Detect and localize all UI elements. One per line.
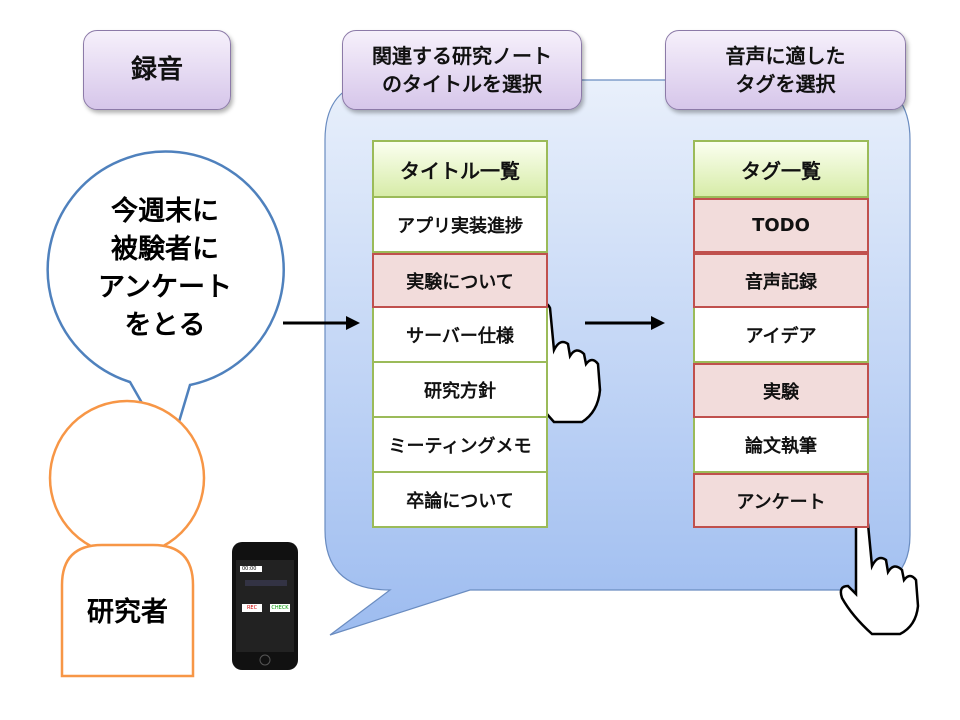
tag-list-header: タグ一覧 <box>693 140 869 198</box>
person-label: 研究者 <box>87 597 168 628</box>
pointing-hand-icon <box>839 517 920 636</box>
arrow-icon <box>283 316 360 330</box>
list-item[interactable]: ミーティングメモ <box>372 418 548 473</box>
tag-list: タグ一覧 TODO 音声記録 アイデア 実験 論文執筆 アンケート <box>693 140 869 528</box>
speech-text: 今週末に 被験者に アンケート をとる <box>98 196 232 341</box>
list-item[interactable]: アプリ実装進捗 <box>372 198 548 253</box>
title-list-header: タイトル一覧 <box>372 140 548 198</box>
phone-rec-button: REC <box>246 605 258 611</box>
tag-item[interactable]: 論文執筆 <box>693 418 869 473</box>
speech-bubble <box>46 150 285 456</box>
person-head <box>48 399 206 557</box>
record-header: 録音 <box>83 30 231 110</box>
select-tag-header: 音声に適した タグを選択 <box>665 30 906 110</box>
arrow-icon <box>585 316 665 330</box>
tag-item-selected[interactable]: 音声記録 <box>693 253 869 308</box>
list-item[interactable]: 卒論について <box>372 473 548 528</box>
title-list: タイトル一覧 アプリ実装進捗 実験について サーバー仕様 研究方針 ミーティング… <box>372 140 548 528</box>
tag-item-selected[interactable]: アンケート <box>693 473 869 528</box>
list-item[interactable]: サーバー仕様 <box>372 308 548 363</box>
phone-time: 00:00 <box>242 566 257 572</box>
list-item[interactable]: 研究方針 <box>372 363 548 418</box>
phone-icon <box>232 542 298 670</box>
tag-item[interactable]: アイデア <box>693 308 869 363</box>
phone-check-button: CHECK <box>271 605 289 611</box>
list-item-selected[interactable]: 実験について <box>372 253 548 308</box>
tag-item-selected[interactable]: 実験 <box>693 363 869 418</box>
select-title-header: 関連する研究ノート のタイトルを選択 <box>342 30 582 110</box>
tag-item-selected[interactable]: TODO <box>693 198 869 253</box>
person-body <box>60 543 195 678</box>
